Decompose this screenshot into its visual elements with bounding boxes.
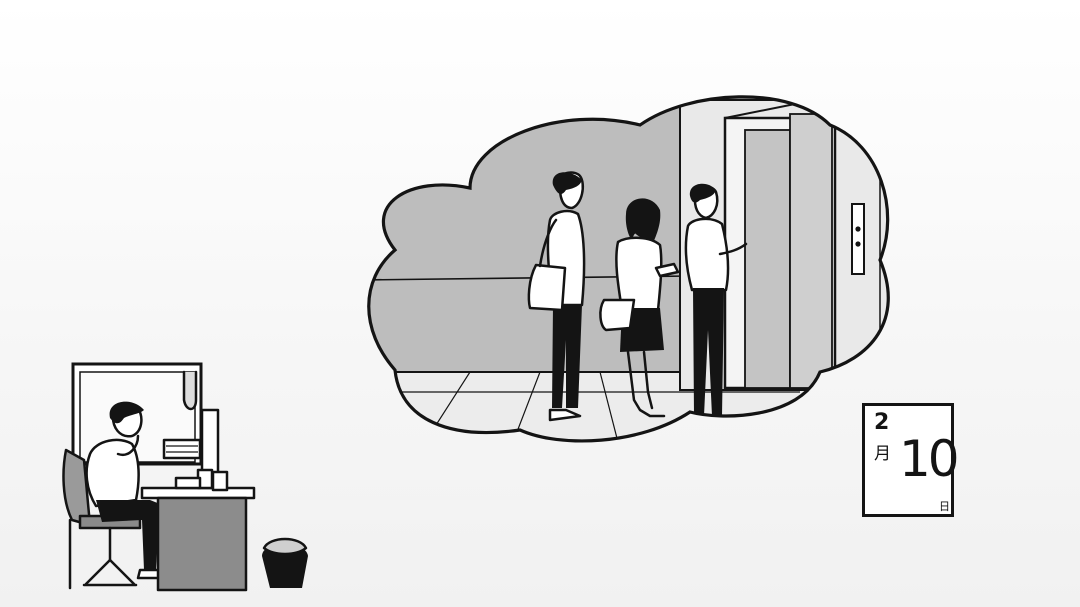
waiting-woman-phone xyxy=(599,198,680,418)
keyboard xyxy=(174,476,202,490)
office-desk xyxy=(140,408,256,592)
calendar-day-label: 日 xyxy=(939,500,950,513)
coffee-cup xyxy=(211,470,229,492)
calendar-month-label: 月 xyxy=(874,444,891,464)
thought-bubble xyxy=(367,95,890,443)
calendar-day: 10 xyxy=(899,430,960,488)
waiting-man-tote xyxy=(527,171,586,422)
waiting-man-elevator xyxy=(684,183,748,422)
monitor xyxy=(200,408,220,476)
bubble-floor xyxy=(368,372,889,441)
elevator-call-panel xyxy=(851,203,865,275)
bubble-outline xyxy=(367,95,890,443)
trash-can xyxy=(262,537,308,588)
desk-worker xyxy=(85,401,166,580)
paper-stack xyxy=(162,438,202,460)
wall-calendar: 2 月 10 日 xyxy=(862,403,960,517)
office-desk-scene xyxy=(62,362,308,592)
calendar-month: 2 xyxy=(874,410,890,435)
